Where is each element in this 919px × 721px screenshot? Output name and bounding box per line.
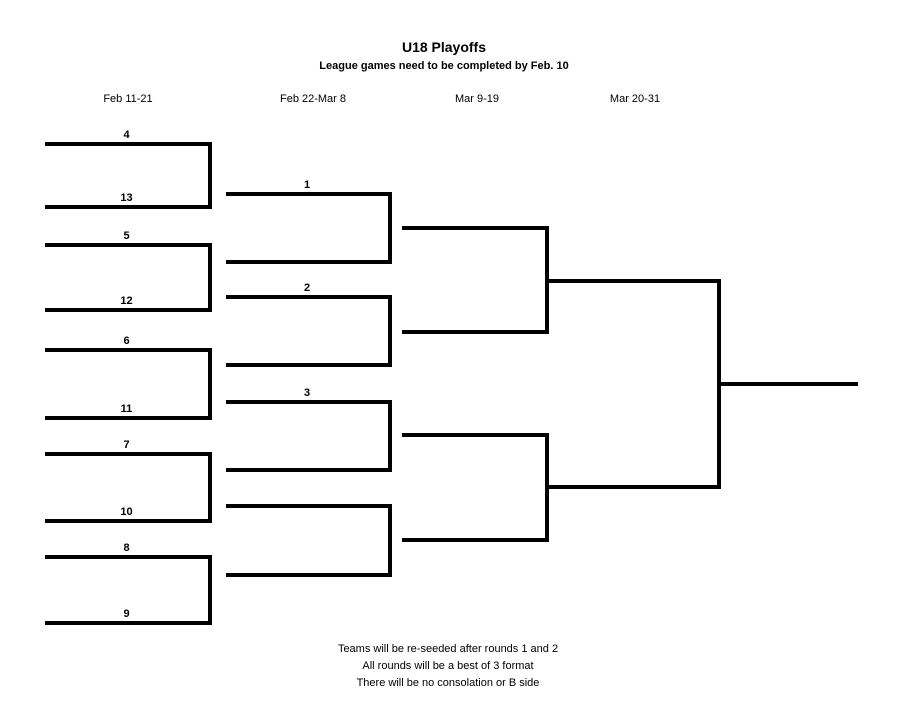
champion-line — [721, 382, 858, 386]
seed-label-top: 5 — [123, 230, 130, 242]
match-number-label: 1 — [303, 179, 311, 191]
date-header-round3: Mar 9-19 — [454, 93, 500, 105]
round1-match-1: 4 13 — [45, 129, 212, 209]
footnote-line-3: There will be no consolation or B side — [356, 677, 540, 689]
seed-label-top: 7 — [123, 439, 130, 451]
round2-match-3: 3 — [226, 387, 392, 472]
round3-match-2 — [402, 433, 549, 542]
round1-match-5: 8 9 — [45, 542, 212, 625]
final-match-bracket — [545, 279, 721, 489]
seed-label-bottom: 10 — [120, 506, 133, 518]
page-title: U18 Playoffs — [401, 39, 487, 55]
footnotes: Teams will be re-seeded after rounds 1 a… — [0, 641, 896, 692]
round2-match-4 — [226, 504, 392, 577]
round3-match-1 — [402, 226, 549, 334]
seed-label-top: 4 — [123, 129, 130, 141]
round2-match-1: 1 — [226, 179, 392, 264]
round1-match-2: 5 12 — [45, 230, 212, 312]
match-number-label: 3 — [303, 387, 311, 399]
seed-label-top: 6 — [123, 335, 130, 347]
round1-match-3: 6 11 — [45, 335, 212, 420]
round1-match-4: 7 10 — [45, 439, 212, 523]
page-subtitle: League games need to be completed by Feb… — [319, 60, 569, 72]
date-header-round2: Feb 22-Mar 8 — [279, 93, 347, 105]
footnote-line-2: All rounds will be a best of 3 format — [362, 660, 534, 672]
match-number-label: 2 — [303, 282, 311, 294]
seed-label-bottom: 9 — [123, 608, 130, 620]
round2-match-2: 2 — [226, 282, 392, 367]
seed-label-bottom: 13 — [120, 192, 133, 204]
date-header-final: Mar 20-31 — [609, 93, 661, 105]
seed-label-bottom: 12 — [120, 295, 133, 307]
seed-label-bottom: 11 — [120, 403, 133, 415]
date-header-round1: Feb 11-21 — [103, 93, 153, 105]
seed-label-top: 8 — [123, 542, 130, 554]
footnote-line-1: Teams will be re-seeded after rounds 1 a… — [337, 643, 559, 655]
